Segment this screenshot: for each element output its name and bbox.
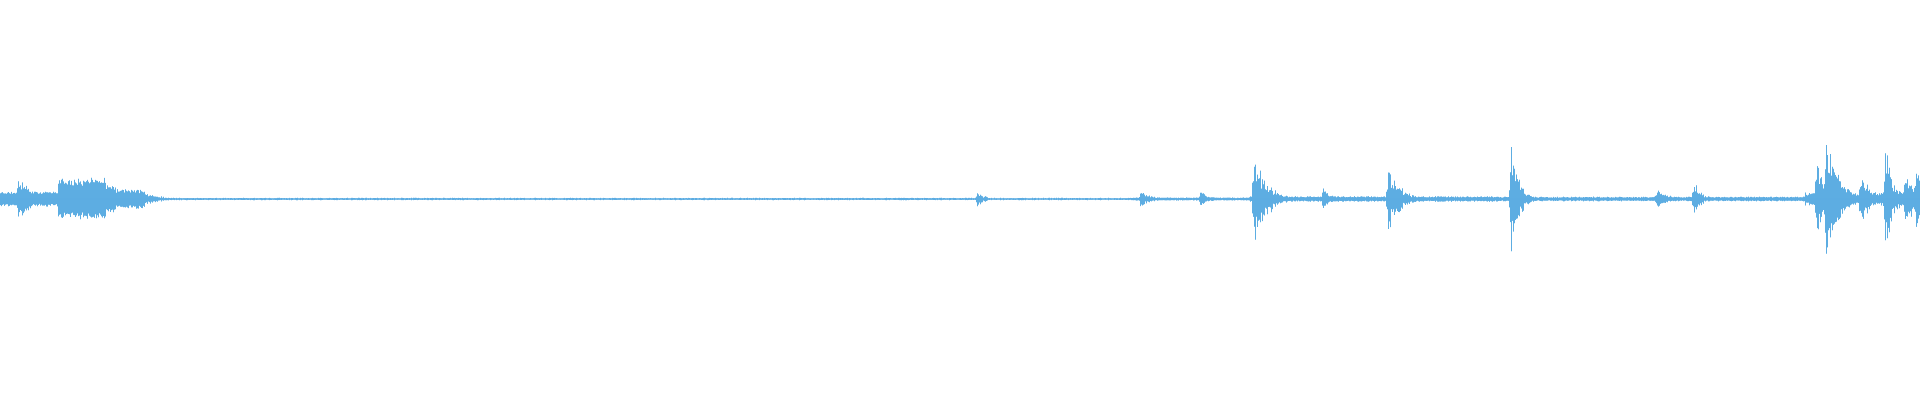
waveform-bars [0, 145, 1920, 254]
